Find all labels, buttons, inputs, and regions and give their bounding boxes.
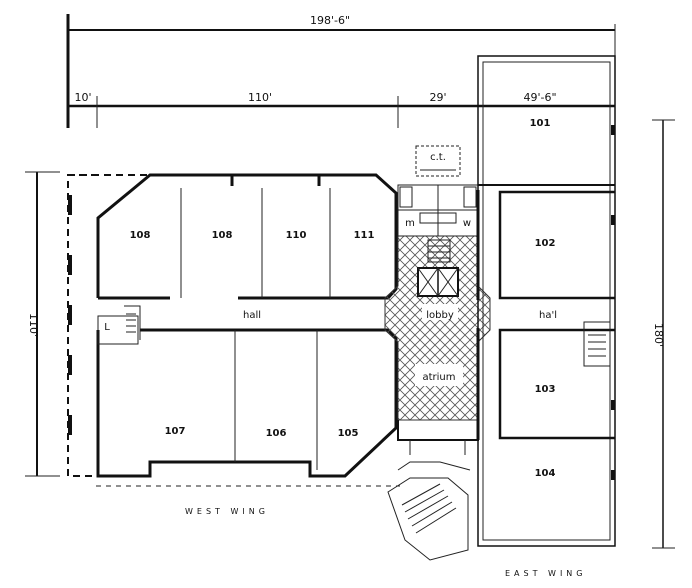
west-depth-dimension-line [25, 171, 60, 477]
atrium-label: atrium [422, 372, 455, 383]
room-106-label: 106 [266, 428, 287, 439]
room-104-label: 104 [535, 468, 556, 479]
ct-room [415, 145, 461, 177]
room-103-label: 103 [535, 384, 556, 395]
west-wing-label: WEST WING [185, 507, 269, 516]
room-107-label: 107 [165, 426, 186, 437]
segment-2-label: 110' [248, 91, 272, 104]
overall-dimension-line [66, 14, 616, 128]
west-hall-label: hall [243, 310, 261, 321]
men-restroom-label: m [405, 218, 415, 229]
room-101-label: 101 [530, 118, 551, 129]
east-wing-label: EAST WING [505, 569, 587, 578]
lobby-label: lobby [426, 310, 454, 321]
ct-label: c.t. [430, 152, 446, 163]
stair-label: L [104, 322, 110, 333]
segment-1-label: 10' [74, 91, 91, 104]
room-108-label: 108 [130, 230, 151, 241]
room-111-label: 111 [354, 230, 375, 241]
room-105-label: 105 [338, 428, 359, 439]
segment-3-label: 29' [429, 91, 446, 104]
east-depth-label: 180' [652, 323, 665, 347]
room-102-label: 102 [535, 238, 556, 249]
women-restroom-label: w [463, 218, 471, 229]
east-wing-outline [476, 55, 616, 547]
west-wing-south-block [96, 305, 398, 478]
overall-width-label: 198'-6" [310, 14, 350, 27]
room-110-label: 110 [286, 230, 307, 241]
south-entry-stair [387, 420, 479, 561]
lobby-core [384, 235, 491, 421]
west-depth-label: 110' [27, 313, 40, 337]
east-depth-dimension-line [652, 119, 675, 549]
room-109-label: 108 [212, 230, 233, 241]
east-hall-label: ha'l [539, 310, 557, 321]
segment-4-label: 49'-6" [523, 91, 556, 104]
